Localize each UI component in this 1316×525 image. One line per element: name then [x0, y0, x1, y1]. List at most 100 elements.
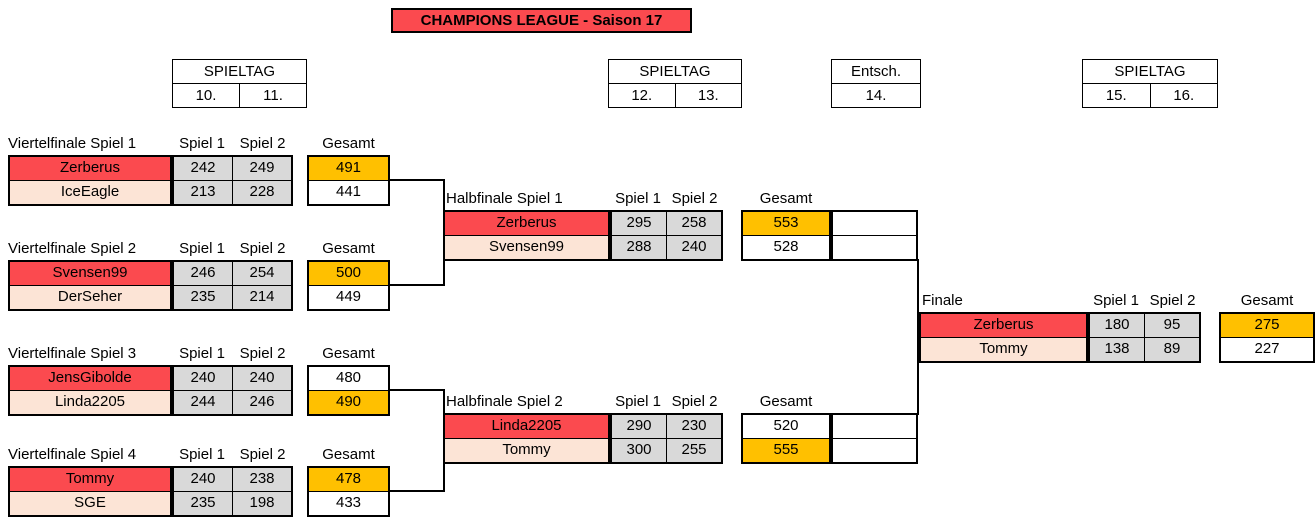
- score-cell[interactable]: 242: [174, 157, 233, 181]
- score-cell[interactable]: 235: [174, 492, 233, 515]
- total-cell[interactable]: 478: [309, 468, 388, 492]
- col-label-spiel2: Spiel 2: [239, 135, 286, 152]
- score-cell[interactable]: 240: [174, 367, 233, 391]
- col-label-spiel2: Spiel 2: [671, 190, 718, 207]
- score-cell[interactable]: 254: [233, 262, 291, 286]
- matchday-cell[interactable]: 16.: [1173, 87, 1195, 104]
- col-label-spiel1: Spiel 1: [179, 345, 225, 362]
- total-cell[interactable]: 227: [1221, 338, 1313, 361]
- score-cell[interactable]: 258: [667, 212, 721, 236]
- matchday-cell[interactable]: 12.: [609, 84, 676, 107]
- matchday-table-2: SPIELTAG 12. 13.: [608, 59, 742, 108]
- matchday-cell[interactable]: 11.: [263, 87, 283, 104]
- col-label-gesamt: Gesamt: [322, 345, 375, 362]
- matchday-cell[interactable]: 14.: [865, 87, 887, 104]
- total-cell[interactable]: 491: [309, 157, 388, 181]
- total-cell[interactable]: 449: [309, 286, 388, 309]
- col-label-gesamt: Gesamt: [322, 446, 375, 463]
- player-name-cell[interactable]: Zerberus: [10, 157, 170, 181]
- match-title: Viertelfinale Spiel 4: [8, 446, 137, 463]
- col-label-gesamt: Gesamt: [1240, 292, 1294, 309]
- score-cell[interactable]: 244: [174, 391, 233, 414]
- total-cell[interactable]: 553: [743, 212, 829, 236]
- player-name-cell[interactable]: Tommy: [921, 338, 1086, 361]
- match-quarterfinal-4: Viertelfinale Spiel 4 Spiel 1 Spiel 2 Ge…: [8, 445, 390, 517]
- col-label-spiel1: Spiel 1: [615, 190, 661, 207]
- total-cell[interactable]: 555: [743, 439, 829, 462]
- match-title: Viertelfinale Spiel 3: [8, 345, 137, 362]
- score-cell[interactable]: 288: [612, 236, 667, 259]
- score-cell[interactable]: 238: [233, 468, 291, 492]
- total-cell[interactable]: 433: [309, 492, 388, 515]
- match-semifinal-1: Halbfinale Spiel 1 Spiel 1 Spiel 2 Gesam…: [443, 189, 918, 261]
- match-quarterfinal-1: Viertelfinale Spiel 1 Spiel 1 Spiel 2 Ge…: [8, 134, 390, 206]
- total-cell[interactable]: 528: [743, 236, 829, 259]
- score-cell[interactable]: 290: [612, 415, 667, 439]
- match-quarterfinal-3: Viertelfinale Spiel 3 Spiel 1 Spiel 2 Ge…: [8, 344, 390, 416]
- decider-score-cell[interactable]: [833, 415, 916, 439]
- decider-score-cell[interactable]: [833, 439, 916, 462]
- matchday-label: SPIELTAG: [173, 60, 306, 84]
- score-cell[interactable]: 95: [1145, 314, 1199, 338]
- score-cell[interactable]: 240: [233, 367, 291, 391]
- score-cell[interactable]: 198: [233, 492, 291, 515]
- player-name-cell[interactable]: IceEagle: [10, 181, 170, 204]
- matchday-cell[interactable]: 13.: [697, 87, 719, 104]
- match-title: Viertelfinale Spiel 2: [8, 240, 137, 257]
- matchday-label: SPIELTAG: [1083, 60, 1217, 84]
- col-label-gesamt: Gesamt: [322, 135, 375, 152]
- total-cell[interactable]: 441: [309, 181, 388, 204]
- col-label-spiel2: Spiel 2: [239, 446, 286, 463]
- player-name-cell[interactable]: Zerberus: [445, 212, 608, 236]
- match-title: Halbfinale Spiel 2: [446, 393, 563, 410]
- score-cell[interactable]: 228: [233, 181, 291, 204]
- matchday-table-1: SPIELTAG 10. 11.: [172, 59, 307, 108]
- player-name-cell[interactable]: Svensen99: [445, 236, 608, 259]
- player-name-cell[interactable]: Zerberus: [921, 314, 1086, 338]
- score-cell[interactable]: 255: [667, 439, 721, 462]
- decider-table: Entsch. 14.: [831, 59, 921, 108]
- decider-score-cell[interactable]: [833, 236, 916, 259]
- matchday-cell[interactable]: 10.: [173, 84, 240, 107]
- bracket-connector-line: [388, 389, 445, 391]
- match-finale: Finale Spiel 1 Spiel 2 Gesamt Zerberus T…: [919, 291, 1316, 363]
- col-label-gesamt: Gesamt: [759, 393, 813, 410]
- score-cell[interactable]: 89: [1145, 338, 1199, 361]
- score-cell[interactable]: 246: [174, 262, 233, 286]
- player-name-cell[interactable]: JensGibolde: [10, 367, 170, 391]
- score-cell[interactable]: 230: [667, 415, 721, 439]
- match-quarterfinal-2: Viertelfinale Spiel 2 Spiel 1 Spiel 2 Ge…: [8, 239, 390, 311]
- score-cell[interactable]: 300: [612, 439, 667, 462]
- score-cell[interactable]: 246: [233, 391, 291, 414]
- matchday-cell[interactable]: 15.: [1083, 84, 1151, 107]
- total-cell[interactable]: 275: [1221, 314, 1313, 338]
- total-cell[interactable]: 500: [309, 262, 388, 286]
- player-name-cell[interactable]: Tommy: [445, 439, 608, 462]
- score-cell[interactable]: 213: [174, 181, 233, 204]
- total-cell[interactable]: 490: [309, 391, 388, 414]
- score-cell[interactable]: 235: [174, 286, 233, 309]
- player-name-cell[interactable]: Svensen99: [10, 262, 170, 286]
- player-name-cell[interactable]: Linda2205: [445, 415, 608, 439]
- score-cell[interactable]: 295: [612, 212, 667, 236]
- decider-score-cell[interactable]: [833, 212, 916, 236]
- col-label-spiel1: Spiel 1: [179, 135, 225, 152]
- bracket-connector-line: [388, 179, 445, 181]
- score-cell[interactable]: 240: [667, 236, 721, 259]
- score-cell[interactable]: 180: [1090, 314, 1145, 338]
- score-cell[interactable]: 249: [233, 157, 291, 181]
- match-semifinal-2: Halbfinale Spiel 2 Spiel 1 Spiel 2 Gesam…: [443, 392, 918, 464]
- match-title: Viertelfinale Spiel 1: [8, 135, 137, 152]
- score-cell[interactable]: 214: [233, 286, 291, 309]
- col-label-spiel2: Spiel 2: [1149, 292, 1196, 309]
- player-name-cell[interactable]: Linda2205: [10, 391, 170, 414]
- decider-label: Entsch.: [832, 60, 920, 84]
- score-cell[interactable]: 240: [174, 468, 233, 492]
- player-name-cell[interactable]: SGE: [10, 492, 170, 515]
- player-name-cell[interactable]: DerSeher: [10, 286, 170, 309]
- total-cell[interactable]: 520: [743, 415, 829, 439]
- col-label-spiel2: Spiel 2: [239, 240, 286, 257]
- score-cell[interactable]: 138: [1090, 338, 1145, 361]
- player-name-cell[interactable]: Tommy: [10, 468, 170, 492]
- total-cell[interactable]: 480: [309, 367, 388, 391]
